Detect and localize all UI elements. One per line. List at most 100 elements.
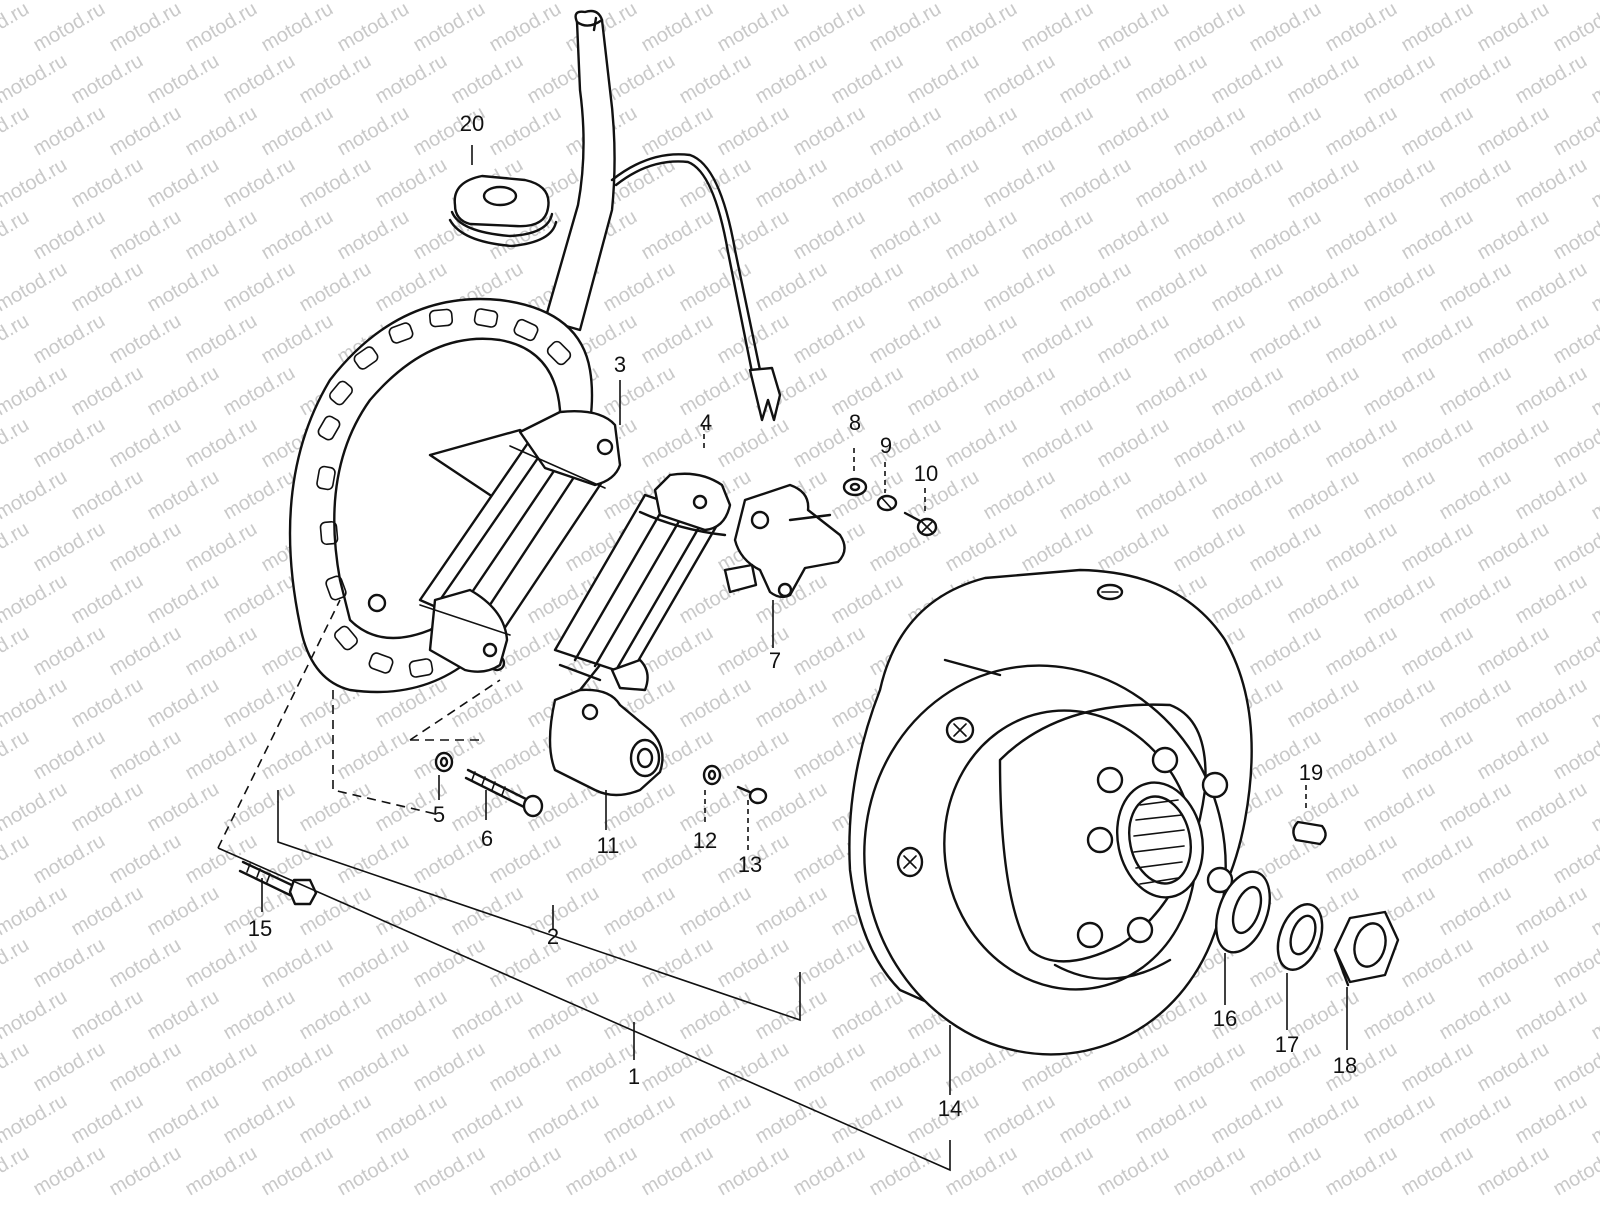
callout-13: 13 (738, 852, 762, 877)
callout-4: 4 (700, 410, 712, 435)
watermark-text: motod.ru (676, 674, 755, 733)
watermark-text: motod.ru (866, 1038, 945, 1097)
watermark-text: motod.ru (0, 362, 71, 421)
watermark-text: motod.ru (334, 1142, 413, 1200)
watermark-text: motod.ru (0, 518, 33, 577)
watermark-text: motod.ru (68, 154, 147, 213)
watermark-text: motod.ru (144, 50, 223, 109)
watermark-text: motod.ru (1056, 0, 1135, 4)
watermark-text: motod.ru (372, 0, 451, 4)
watermark-text: motod.ru (676, 0, 755, 4)
watermark-text: motod.ru (1094, 102, 1173, 161)
watermark-text: motod.ru (1132, 1090, 1211, 1149)
watermark-text: motod.ru (1398, 934, 1477, 993)
watermark-text: motod.ru (942, 206, 1021, 265)
watermark-text: motod.ru (1436, 986, 1515, 1045)
watermark-text: motod.ru (1588, 50, 1600, 109)
watermark-text: motod.ru (1094, 1142, 1173, 1200)
watermark-text: motod.ru (220, 986, 299, 1045)
watermark-text: motod.ru (828, 466, 907, 525)
watermark-text: motod.ru (410, 1038, 489, 1097)
watermark-text: motod.ru (752, 154, 831, 213)
watermark-text: motod.ru (1474, 414, 1553, 473)
watermark-text: motod.ru (980, 1090, 1059, 1149)
watermark-text: motod.ru (904, 50, 983, 109)
watermark-text: motod.ru (638, 1038, 717, 1097)
watermark-text: motod.ru (1094, 518, 1173, 577)
watermark-text: motod.ru (752, 258, 831, 317)
watermark-text: motod.ru (676, 362, 755, 421)
callout-11: 11 (597, 833, 620, 858)
callout-14: 14 (938, 1096, 962, 1121)
watermark-text: motod.ru (486, 1142, 565, 1200)
watermark-text: motod.ru (334, 1038, 413, 1097)
watermark-text: motod.ru (296, 986, 375, 1045)
watermark-text: motod.ru (828, 154, 907, 213)
watermark-text: motod.ru (828, 50, 907, 109)
watermark-text: motod.ru (790, 934, 869, 993)
watermark-text: motod.ru (1132, 362, 1211, 421)
watermark-text: motod.ru (942, 102, 1021, 161)
watermark-text: motod.ru (828, 1090, 907, 1149)
watermark-text: motod.ru (220, 0, 299, 4)
watermark-text: motod.ru (524, 986, 603, 1045)
watermark-text: motod.ru (1132, 50, 1211, 109)
callout-7: 7 (769, 648, 781, 673)
watermark-text: motod.ru (1018, 0, 1097, 56)
callout-15: 15 (248, 916, 272, 941)
watermark-text: motod.ru (0, 830, 33, 889)
callout-2: 2 (547, 924, 559, 949)
watermark-text: motod.ru (144, 674, 223, 733)
watermark-text: motod.ru (790, 1038, 869, 1097)
watermark-text: motod.ru (144, 466, 223, 525)
watermark-text: motod.ru (1322, 622, 1401, 681)
watermark-text: motod.ru (1550, 0, 1600, 56)
callout-17: 17 (1275, 1032, 1299, 1057)
watermark-text: motod.ru (68, 674, 147, 733)
watermark-text: motod.ru (1094, 1038, 1173, 1097)
watermark-text: motod.ru (1056, 466, 1135, 525)
watermark-text: motod.ru (942, 0, 1021, 56)
watermark-text: motod.ru (68, 362, 147, 421)
nut-part-18 (1335, 912, 1398, 985)
watermark-text: motod.ru (68, 1090, 147, 1149)
watermark-text: motod.ru (1588, 154, 1600, 213)
watermark-text: motod.ru (1322, 726, 1401, 785)
watermark-text: motod.ru (1588, 0, 1600, 4)
watermark-text: motod.ru (106, 1038, 185, 1097)
callout-10: 10 (914, 461, 938, 486)
watermark-text: motod.ru (30, 622, 109, 681)
watermark-text: motod.ru (334, 0, 413, 56)
watermark-text: motod.ru (30, 310, 109, 369)
washer-part-5 (436, 753, 452, 771)
watermark-text: motod.ru (182, 518, 261, 577)
watermark-text: motod.ru (638, 206, 717, 265)
watermark-text: motod.ru (752, 0, 831, 4)
watermark-text: motod.ru (828, 0, 907, 4)
watermark-text: motod.ru (1398, 726, 1477, 785)
watermark-text: motod.ru (68, 0, 147, 4)
watermark-text: motod.ru (1170, 518, 1249, 577)
watermark-text: motod.ru (182, 830, 261, 889)
watermark-text: motod.ru (714, 1038, 793, 1097)
watermark-text: motod.ru (106, 0, 185, 56)
watermark-text: motod.ru (258, 310, 337, 369)
watermark-text: motod.ru (1360, 1090, 1439, 1149)
watermark-text: motod.ru (1436, 1090, 1515, 1149)
watermark-text: motod.ru (1170, 102, 1249, 161)
watermark-text: motod.ru (296, 0, 375, 4)
watermark-text: motod.ru (1208, 466, 1287, 525)
watermark-text: motod.ru (904, 0, 983, 4)
watermark-text: motod.ru (1322, 206, 1401, 265)
watermark-text: motod.ru (714, 1142, 793, 1200)
watermark-text: motod.ru (1588, 1090, 1600, 1149)
callout-5: 5 (433, 802, 445, 827)
watermark-text: motod.ru (144, 986, 223, 1045)
watermark-text: motod.ru (1208, 258, 1287, 317)
watermark-text: motod.ru (220, 466, 299, 525)
watermark-text: motod.ru (1398, 1142, 1477, 1200)
watermark-text: motod.ru (638, 310, 717, 369)
watermark-text: motod.ru (68, 466, 147, 525)
watermark-text: motod.ru (334, 726, 413, 785)
